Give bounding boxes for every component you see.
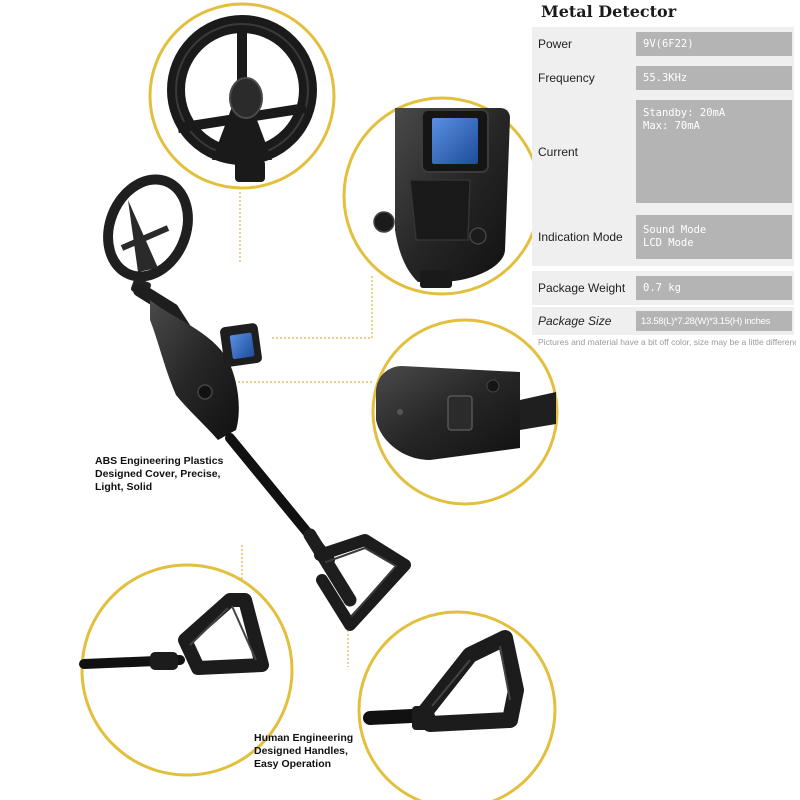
knob-icon <box>197 384 213 400</box>
spec-label-package-weight: Package Weight <box>538 281 626 295</box>
caption-abs-plastics-line-2: Designed Cover, Precise, <box>95 468 221 480</box>
spec-value-package-weight-text: 0.7 kg <box>643 281 681 294</box>
spec-value-frequency: 55.3KHz <box>636 66 792 90</box>
spec-row-package-size: Package Size 13.58(L)*7.28(W)*3.15(H) in… <box>532 307 794 335</box>
callout-search-coil <box>148 2 336 190</box>
spec-row-package-weight: Package Weight 0.7 kg <box>532 271 794 305</box>
callout-handle-grip <box>357 610 557 800</box>
lcd-screen <box>229 332 255 360</box>
caption-handles-line-1: Human Engineering <box>254 732 354 744</box>
caption-handles-line-2: Designed Handles, <box>254 745 348 757</box>
spec-row-frequency: Frequency 55.3KHz <box>532 61 794 95</box>
spec-value-package-weight: 0.7 kg <box>636 276 792 300</box>
spec-value-package-size: 13.58(L)*7.28(W)*3.15(H) inches <box>636 311 792 331</box>
spec-row-indication-mode: Indication Mode Sound Mode LCD Mode <box>532 208 794 266</box>
caption-abs-plastics: ABS Engineering Plastics Designed Cover,… <box>95 455 223 494</box>
caption-abs-plastics-line-1: ABS Engineering Plastics <box>95 455 224 467</box>
callout-armrest <box>79 563 294 777</box>
spec-title: Metal Detector <box>541 2 677 21</box>
caption-handles: Human Engineering Designed Handles, Easy… <box>254 732 353 771</box>
color-disclaimer-note: Pictures and material have a bit off col… <box>538 337 796 347</box>
spec-label-current: Current <box>538 144 579 159</box>
spec-value-indication-mode-line-2: LCD Mode <box>643 237 694 249</box>
lcd-screen-closeup <box>432 118 478 164</box>
spec-row-current: Current Standby: 20mA Max: 70mA <box>532 95 794 208</box>
search-coil <box>103 174 193 296</box>
spec-value-power: 9V(6F22) <box>636 32 792 56</box>
metal-detector-device <box>103 174 411 631</box>
spec-value-current: Standby: 20mA Max: 70mA <box>636 100 792 203</box>
caption-handles-line-3: Easy Operation <box>254 758 332 770</box>
display-unit <box>220 323 262 367</box>
callout-lcd-display <box>342 96 542 296</box>
spec-value-indication-mode: Sound Mode LCD Mode <box>636 215 792 259</box>
handle-body <box>150 300 239 440</box>
spec-label-indication-mode: Indication Mode <box>538 230 623 244</box>
spec-label-power: Power <box>538 37 573 51</box>
spec-value-power-text: 9V(6F22) <box>643 37 694 50</box>
spec-label-frequency: Frequency <box>538 71 595 85</box>
spec-value-package-size-text: 13.58(L)*7.28(W)*3.15(H) inches <box>641 315 771 327</box>
spec-value-current-line-1: Standby: 20mA <box>643 107 726 119</box>
armrest-handle <box>314 534 411 631</box>
spec-row-power: Power 9V(6F22) <box>532 27 794 61</box>
caption-abs-plastics-line-3: Light, Solid <box>95 481 153 493</box>
spec-label-package-size: Package Size <box>538 314 612 328</box>
spec-value-current-line-2: Max: 70mA <box>643 120 700 132</box>
spec-value-indication-mode-line-1: Sound Mode <box>643 224 707 236</box>
spec-value-frequency-text: 55.3KHz <box>643 71 688 84</box>
callout-battery-compartment <box>371 318 559 506</box>
